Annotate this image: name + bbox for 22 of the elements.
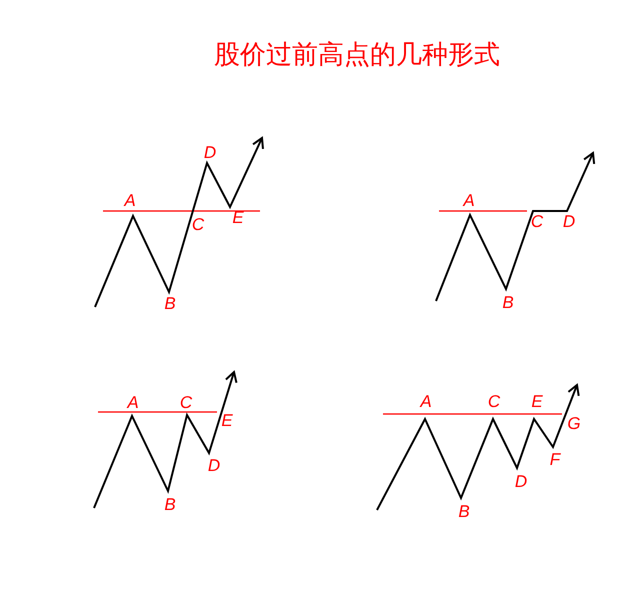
point-label: A [124, 192, 136, 210]
point-label: E [221, 412, 233, 430]
point-label: C [530, 213, 544, 231]
point-label: D [562, 213, 576, 231]
point-label: B [458, 503, 470, 521]
point-label: B [164, 295, 176, 313]
point-label: E [232, 209, 244, 227]
point-label: C [180, 394, 192, 412]
diagram-title: 股价过前高点的几种形式 [214, 40, 500, 70]
point-label: D [514, 473, 528, 491]
point-label: E [531, 393, 543, 411]
point-label: B [502, 294, 514, 312]
point-label: D [208, 457, 220, 475]
point-label: A [127, 394, 139, 412]
point-label: A [463, 192, 475, 210]
point-label: D [204, 144, 216, 162]
point-label: A [420, 393, 432, 411]
point-label: G [567, 415, 581, 433]
point-label: F [550, 451, 560, 469]
point-label: B [164, 496, 176, 514]
point-label: C [488, 393, 500, 411]
point-label: C [192, 216, 204, 234]
